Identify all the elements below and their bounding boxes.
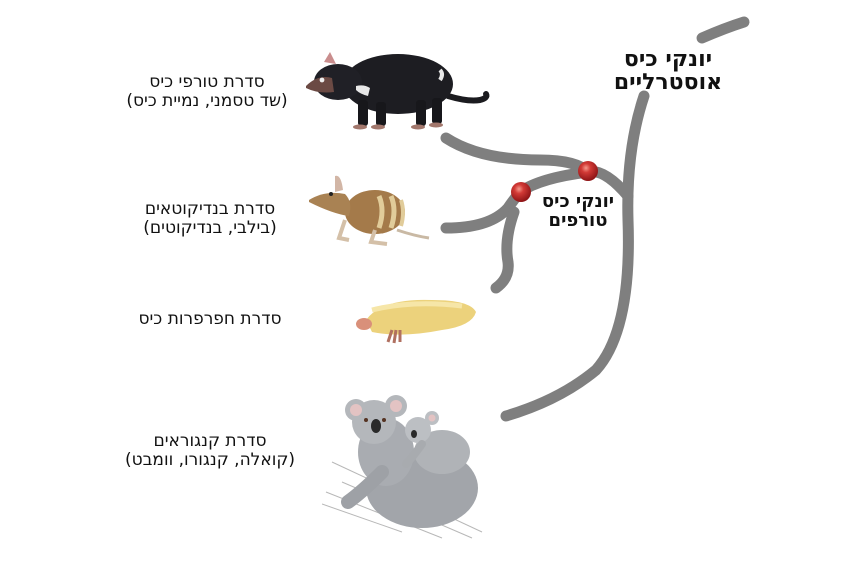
root-branch-top [696, 16, 750, 44]
sub-clade-label-line2: טורפים [548, 209, 608, 231]
bandicoot-illustration [309, 175, 430, 246]
main-trunk [500, 90, 650, 422]
node-bandicoot-mole-split [511, 182, 531, 202]
order-label-diprotodontia: סדרת קנגוראים (קואלה, קנגורו, וומבט) [100, 431, 320, 471]
root-clade-label-line1: יונקי כיס [623, 47, 713, 72]
root-clade-label: יונקי כיס אוסטרליים [583, 48, 753, 94]
sub-clade-label-line1: יונקי כיס [541, 191, 615, 212]
order-label-notoryctemorphia: סדרת חפרפרות כיס [100, 309, 320, 329]
order-label-peramelemorphia: סדרת בנדיקוטאים (בילבי, בנדיקוטים) [100, 199, 320, 239]
order-name: סדרת טורפי כיס [149, 72, 265, 92]
order-examples: (קואלה, קנגורו, וומבט) [124, 450, 296, 471]
order-examples: (בילבי, בנדיקוטים) [143, 218, 277, 239]
branch-dasyuromorphia [440, 132, 594, 178]
order-examples: (שד טסמני, נמיית כיס) [126, 91, 288, 112]
root-clade-label-line2: אוסטרליים [613, 70, 723, 96]
koala-illustration [322, 395, 483, 539]
order-label-dasyuromorphia: סדרת טורפי כיס (שד טסמני, נמיית כיס) [97, 72, 317, 112]
branch-notoryctemorphia [490, 206, 520, 294]
sub-clade-label: יונקי כיס טורפים [518, 191, 638, 231]
order-name: סדרת קנגוראים [153, 431, 267, 451]
node-carnivore-split [578, 161, 598, 181]
order-name: סדרת חפרפרות כיס [138, 309, 282, 329]
marsupial-mole-illustration [356, 299, 476, 344]
order-name: סדרת בנדיקוטאים [144, 199, 276, 219]
tasmanian-devil-illustration [306, 52, 490, 130]
